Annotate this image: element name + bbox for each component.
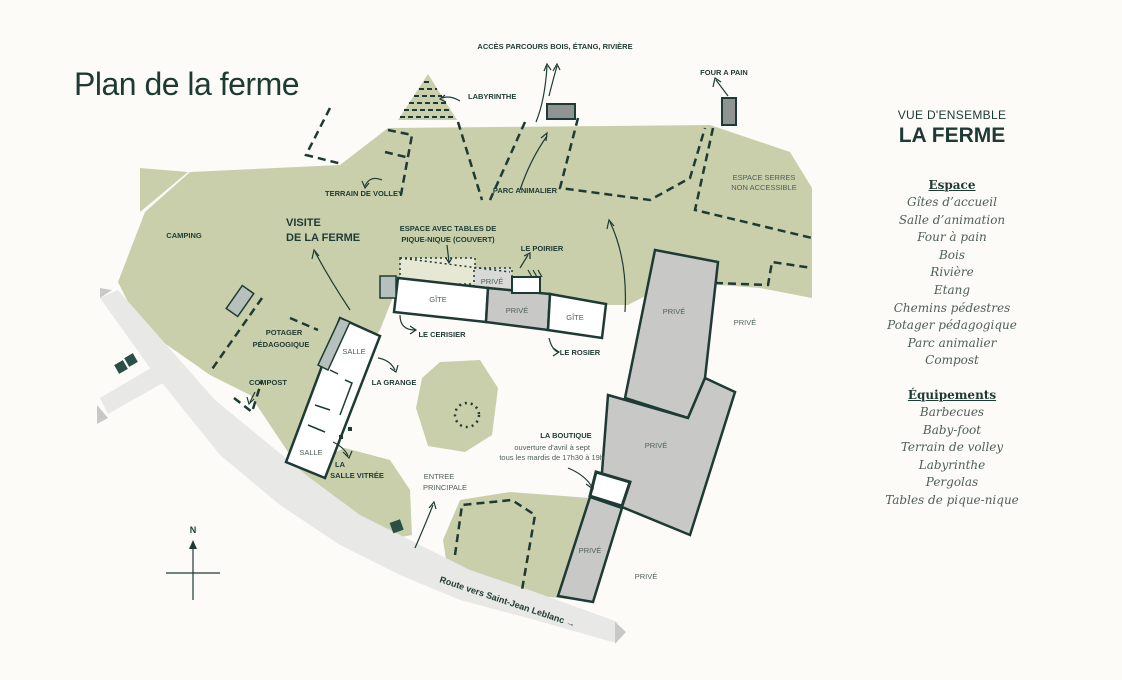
label-tables-2: PIQUE-NIQUE (COUVERT) [401,235,495,244]
list-item: Baby-foot [922,422,982,437]
boundary-dotted [399,257,511,273]
label-prive-center: PRIVÉ [645,441,668,450]
list-item: Tables de pique-nique [885,492,1019,507]
le-poirier-annex [511,276,541,294]
farm-heading: LA FERME [898,124,1006,147]
list-item: Rivière [930,265,974,280]
list-item: Salle d’animation [898,212,1006,227]
road-branch [100,358,175,414]
compass [166,540,220,600]
four-a-pain-building [721,97,737,126]
list-item: Etang [933,282,971,297]
salle-annex [317,317,352,372]
arrows [246,62,729,549]
label-acces-parcours: ACCÈS PARCOURS BOIS, ÉTANG, RIVIÈRE [477,42,632,51]
label-entree-1: ENTREE [424,472,454,481]
label-potager-2: PÉDAGOGIQUE [253,340,310,349]
label-la-boutique: LA BOUTIQUE [540,431,591,440]
list-item: Compost [925,353,979,368]
salle-marker-2 [339,435,343,439]
label-salle-2: SALLE [299,448,322,457]
label-salle-1: SALLE [342,347,365,356]
list-item: Bois [938,247,966,262]
label-visite-1: VISITE [286,217,321,229]
list-item: Parc animalier [907,335,997,350]
label-terrain-volley: TERRAIN DE VOLLEY [325,189,403,198]
label-prive-big: PRIVÉ [663,307,686,316]
road-end-right [615,622,626,644]
label-gite-2: GÎTE [566,313,584,322]
parking-car-1 [114,360,128,374]
labyrinthe-area [398,74,457,120]
list-item: Potager pédagogique [887,318,1017,333]
road-end-top [100,288,112,298]
list-item: Four à pain [917,230,987,245]
road-end-left [97,405,108,424]
label-gite-1: GÎTE [429,295,447,304]
label-entree-2: PRINCIPALE [423,483,467,492]
espace-heading: Espace [928,178,976,192]
farm-land [118,125,812,520]
label-labyrinthe: LABYRINTHE [468,92,516,101]
pergola-marks [527,269,543,278]
espace-list: Gîtes d’accueil Salle d’animation Four à… [852,194,1052,370]
list-item: Chemins pédestres [893,300,1011,315]
label-camping: CAMPING [166,231,202,240]
road [100,290,618,643]
label-compost: COMPOST [249,378,287,387]
label-boutique-hours-2: tous les mardis de 17h30 à 19h [499,453,604,462]
label-boutique-hours-1: ouverture d'avril à sept [514,443,591,452]
equipements-heading: Équipements [907,387,997,402]
gite-building-2 [546,292,608,340]
salle-vitree-box [389,519,404,534]
label-potager-1: POTAGER [266,328,303,337]
overview-label: VUE D'ENSEMBLE [897,108,1007,122]
equipements-list: Barbecues Baby-foot Terrain de volley La… [852,404,1052,510]
label-prive-road: PRIVÉ [635,572,658,581]
label-le-cerisier: LE CERISIER [418,330,466,339]
list-item: Gîtes d’accueil [907,195,997,209]
label-la-grange: LA GRANGE [372,378,417,387]
salle-inner-walls [307,369,353,433]
gite-annex [379,275,397,299]
shed-building [546,103,576,120]
label-parc-animalier: PARC ANIMALIER [493,186,558,195]
label-le-rosier: LE ROSIER [560,348,601,357]
footpaths [208,107,813,591]
label-prive-south: PRIVÉ [579,546,602,555]
potager-shed [225,284,255,318]
lawn-tree-circle [453,401,481,429]
label-espace-serres-2: NON ACCESSIBLE [731,183,796,192]
north-label: N [190,525,197,535]
parking-car-2 [124,353,138,367]
salle-marker [348,427,352,431]
central-lawn [416,360,498,452]
label-le-poirier: LE POIRIER [521,244,564,253]
list-item: Barbecues [919,404,985,419]
land-north-tip [140,168,188,212]
label-prive-row: PRIVÉ [506,306,529,315]
salle-building [284,316,382,480]
label-prive-small: PRIVÉ [481,277,504,286]
list-item: Pergolas [925,475,979,490]
label-four-a-pain: FOUR A PAIN [700,68,748,77]
label-tables-1: ESPACE AVEC TABLES DE [400,224,496,233]
labyrinthe-hatching [400,81,456,118]
list-item: Terrain de volley [900,440,1004,455]
label-salle-vitree-1: LA [335,460,346,469]
label-salle-vitree-2: SALLE VITRÉE [330,471,384,480]
label-visite-2: DE LA FERME [286,232,360,244]
garden-south [443,492,595,600]
page-title: Plan de la ferme [74,66,300,102]
label-prive-outside: PRIVÉ [734,318,757,327]
label-espace-serres-1: ESPACE SERRES [733,173,796,182]
list-item: Labyrinthe [918,457,986,472]
legend-panel: VUE D'ENSEMBLE LA FERME Espace Gîtes d’a… [852,108,1052,510]
private-building-south [556,495,624,604]
